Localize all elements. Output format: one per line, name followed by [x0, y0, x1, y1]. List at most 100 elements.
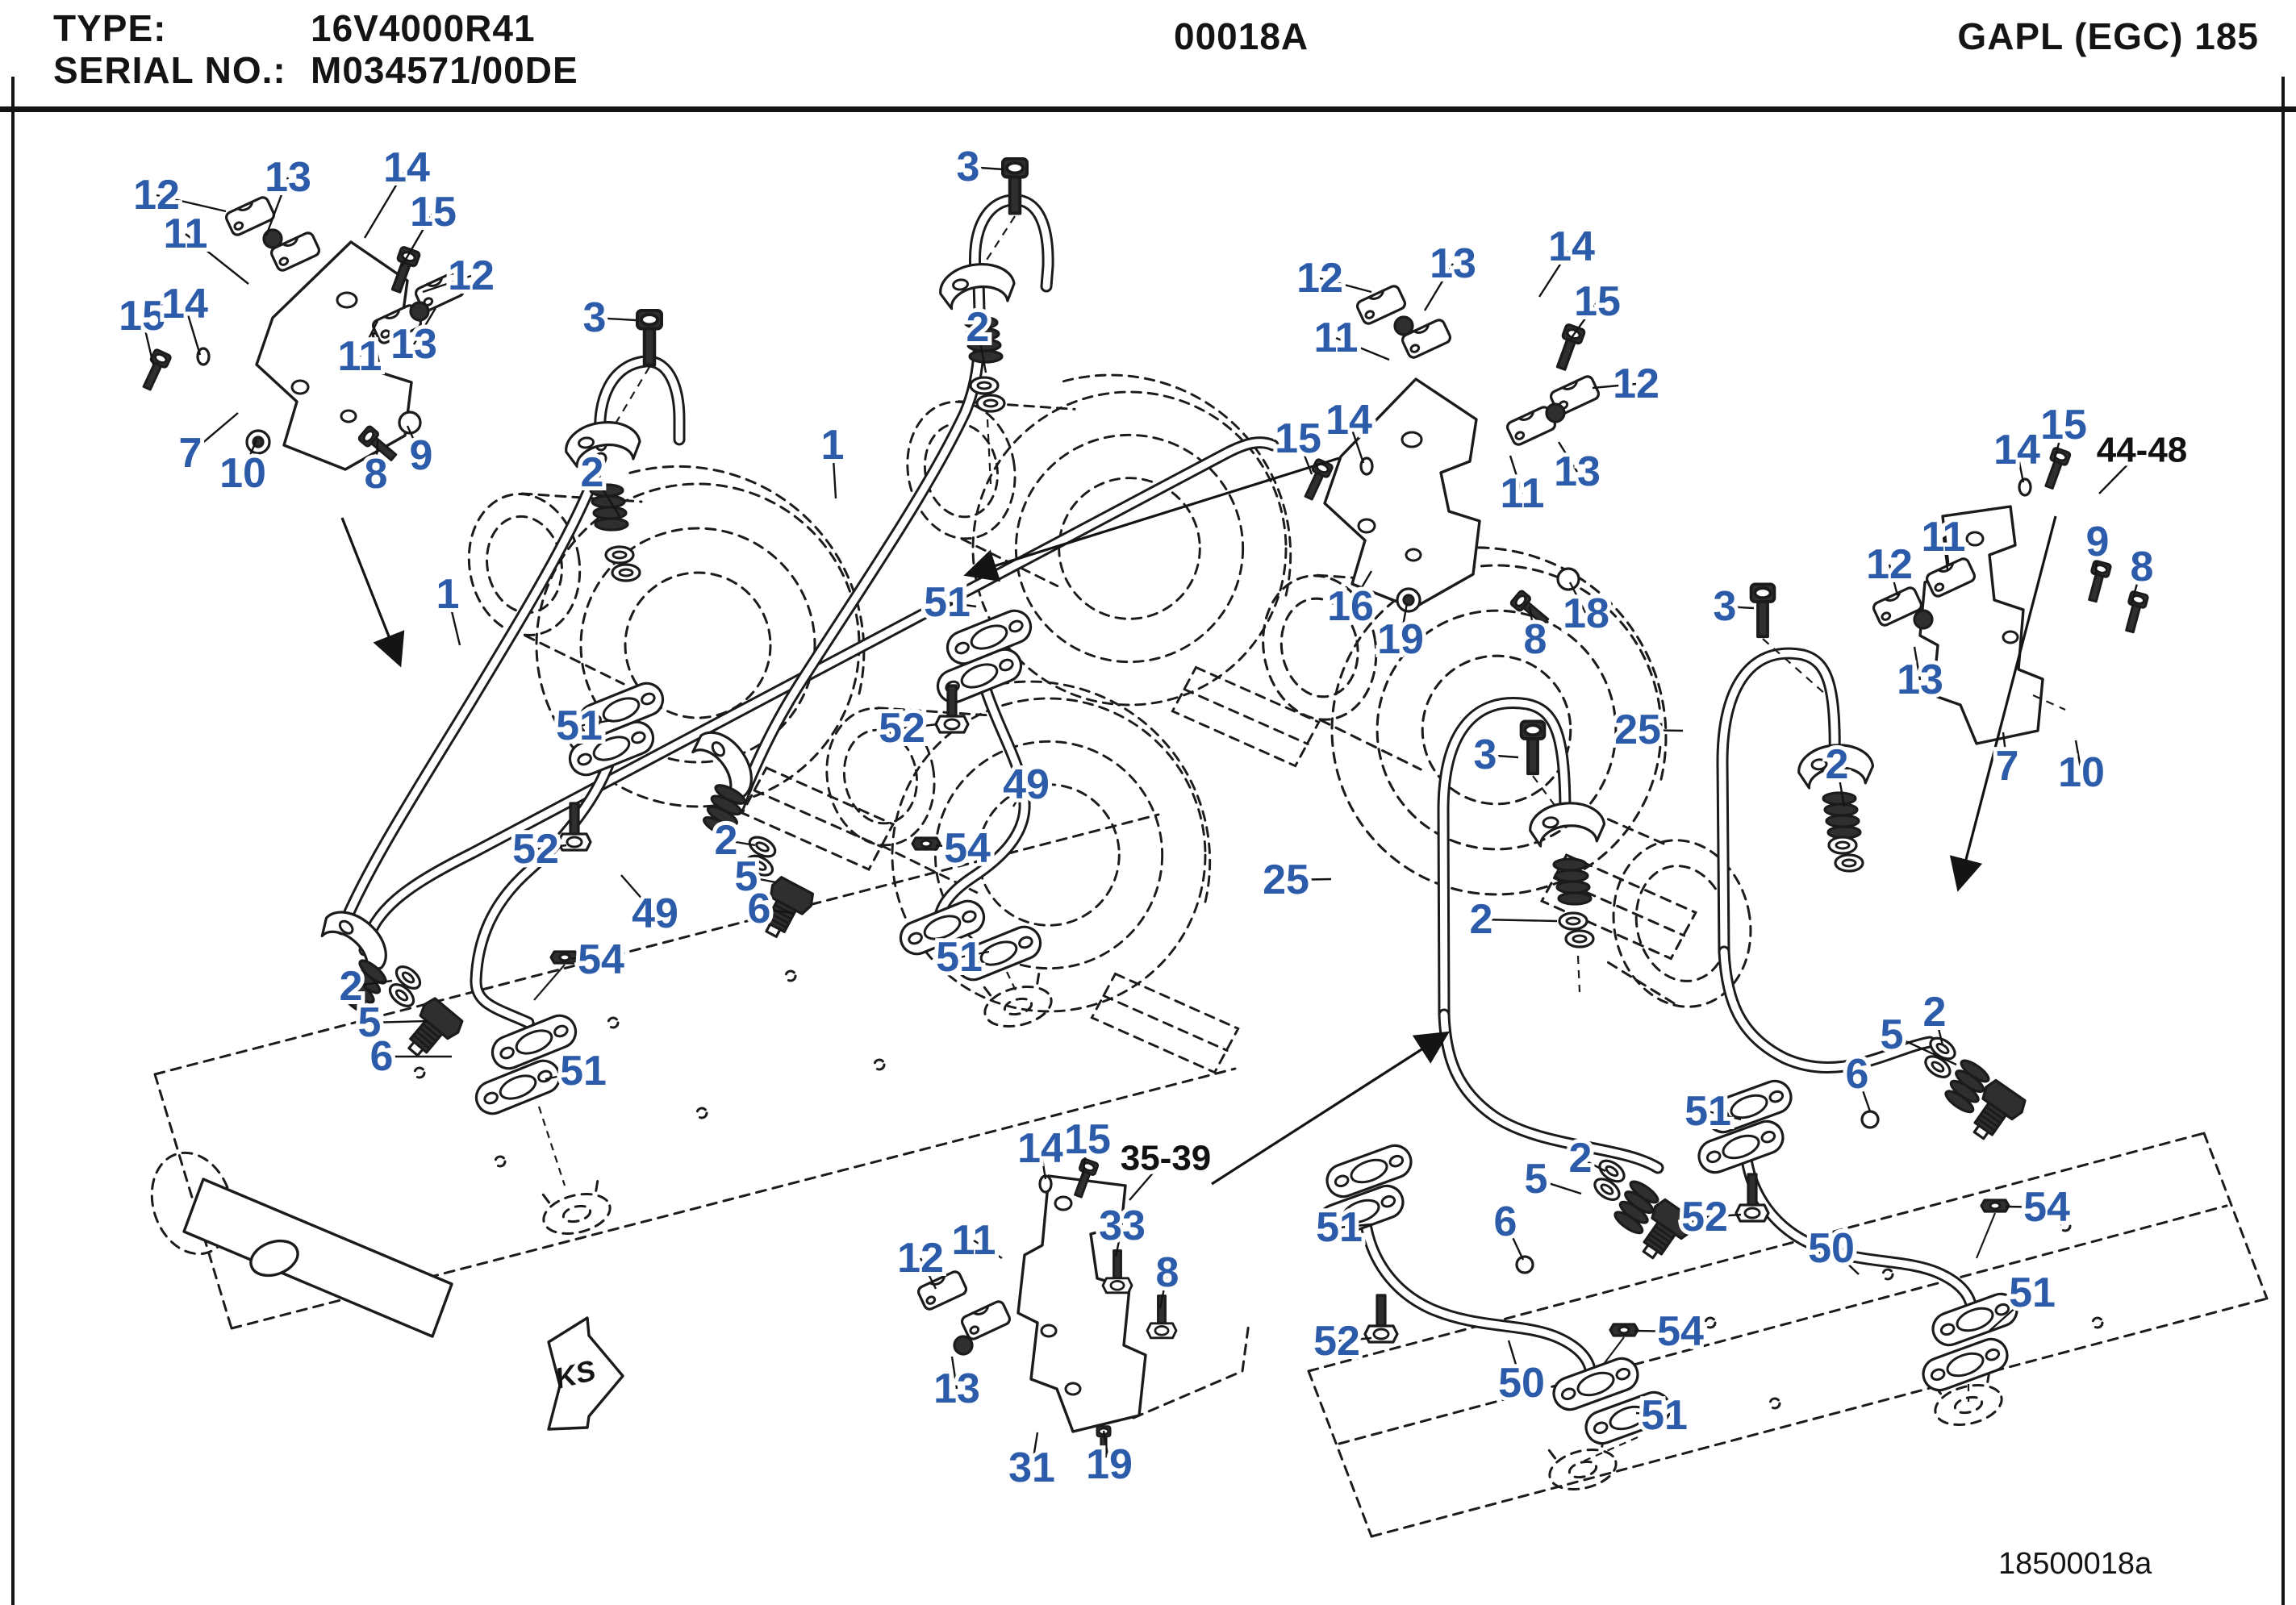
leader-line-6	[758, 907, 795, 915]
callout-15: 15	[1574, 278, 1621, 325]
leader-line-2	[350, 979, 393, 988]
callout-52: 52	[879, 705, 925, 752]
leader-line-5	[1535, 1178, 1582, 1195]
leader-line-11	[185, 233, 249, 285]
callout-1: 1	[436, 571, 460, 618]
callout-5: 5	[735, 853, 758, 900]
leader-line-51	[1989, 1292, 2033, 1332]
leader-line-25	[1637, 728, 1684, 732]
callout-13: 13	[1430, 240, 1476, 287]
leader-line-1	[446, 594, 461, 646]
leader-line-12	[1888, 564, 1899, 596]
hardware-left-feed	[561, 157, 1029, 582]
leader-line-3	[967, 165, 1004, 171]
leader-line-3	[1484, 753, 1519, 759]
callout-51: 51	[936, 934, 983, 981]
serial-value: M034571/00DE	[311, 49, 578, 91]
leader-line-51	[545, 1069, 584, 1081]
leader-line-16	[1349, 570, 1373, 607]
hardware-feed-25	[1519, 582, 1876, 993]
leader-line-51	[578, 719, 612, 727]
callout-16: 16	[1327, 583, 1374, 630]
callout-6: 6	[1846, 1051, 1869, 1098]
callout-12: 12	[1866, 541, 1913, 588]
leader-line-8	[2130, 566, 2144, 604]
leader-line-13	[1557, 441, 1579, 473]
callout-11: 11	[1314, 315, 1359, 361]
bracket-35-39	[915, 1157, 1178, 1458]
manifold-rail-right	[1132, 1132, 2269, 1538]
callout-2: 2	[1923, 989, 1947, 1036]
leader-line-6	[1856, 1073, 1872, 1112]
callout-11: 11	[164, 211, 208, 257]
callout-15: 15	[119, 293, 165, 340]
leader-line-2	[591, 472, 621, 517]
callout-50: 50	[1808, 1225, 1855, 1272]
callout-2: 2	[1569, 1135, 1593, 1182]
callout-25: 25	[1263, 857, 1309, 903]
leader-line-12	[1592, 382, 1637, 390]
callout-3: 3	[957, 144, 980, 190]
callout-15: 15	[410, 189, 457, 236]
drawing-id: 18500018a	[1998, 1547, 2152, 1581]
callout-25: 25	[1614, 707, 1661, 753]
callout-14: 14	[1325, 397, 1372, 444]
leader-line-13	[1423, 263, 1455, 311]
leader-line-51	[1338, 1223, 1372, 1229]
callout-51: 51	[924, 579, 971, 626]
callout-2: 2	[715, 817, 738, 864]
callout-1: 1	[821, 422, 845, 469]
leader-line-10	[2074, 740, 2083, 773]
leader-line-15	[1296, 438, 1313, 475]
callout-52: 52	[1313, 1318, 1360, 1365]
leader-line-3	[1724, 605, 1755, 610]
leader-line-11	[358, 320, 379, 357]
leader-line-54	[935, 844, 968, 850]
callout-54: 54	[578, 936, 624, 983]
leader-line-6	[1504, 1221, 1525, 1261]
leader-line-2	[1580, 1157, 1606, 1173]
callout-2: 2	[340, 963, 363, 1010]
callout-3: 3	[583, 294, 607, 341]
leader-line-35-39	[1129, 1157, 1167, 1201]
leader-line-31	[1030, 1432, 1039, 1469]
leader-line-2	[725, 839, 756, 847]
callout-14: 14	[383, 144, 430, 191]
leader-line-50	[1507, 1340, 1523, 1384]
leader-line-13	[950, 1356, 958, 1390]
leader-line-2	[1480, 918, 1558, 923]
callout-13: 13	[1554, 448, 1601, 495]
callout-12: 12	[133, 172, 180, 219]
leader-line-14	[1039, 1148, 1047, 1180]
callout-7: 7	[179, 430, 202, 477]
callout-31: 31	[1008, 1444, 1055, 1491]
header-rule	[0, 106, 2296, 112]
callout-8: 8	[2131, 544, 2154, 590]
leader-line-54	[570, 957, 602, 961]
leader-line-11	[1942, 536, 1949, 570]
callout-13: 13	[933, 1365, 980, 1412]
leader-line-9	[406, 425, 423, 456]
leader-line-13	[412, 307, 437, 345]
callout-6: 6	[370, 1033, 394, 1080]
leader-line-13	[265, 177, 290, 236]
leader-line-12	[422, 274, 472, 294]
leader-line-2	[1933, 1011, 1944, 1046]
callout-52: 52	[512, 826, 559, 873]
callout-3: 3	[1474, 732, 1497, 778]
callout-19: 19	[1086, 1441, 1133, 1488]
callout-11: 11	[338, 333, 382, 380]
leader-line-19	[1102, 1430, 1111, 1465]
right-border	[2281, 77, 2285, 1605]
callout-12: 12	[897, 1235, 944, 1282]
leader-line-2	[976, 327, 987, 373]
leader-line-14	[183, 303, 202, 356]
callout-51: 51	[1641, 1392, 1688, 1439]
callout-10: 10	[219, 450, 266, 497]
leader-line-12	[1319, 277, 1372, 294]
leader-line-14	[2015, 449, 2025, 483]
leader-line-8	[1158, 1272, 1169, 1309]
callout-51: 51	[560, 1048, 607, 1094]
leader-line-14	[1538, 246, 1573, 298]
